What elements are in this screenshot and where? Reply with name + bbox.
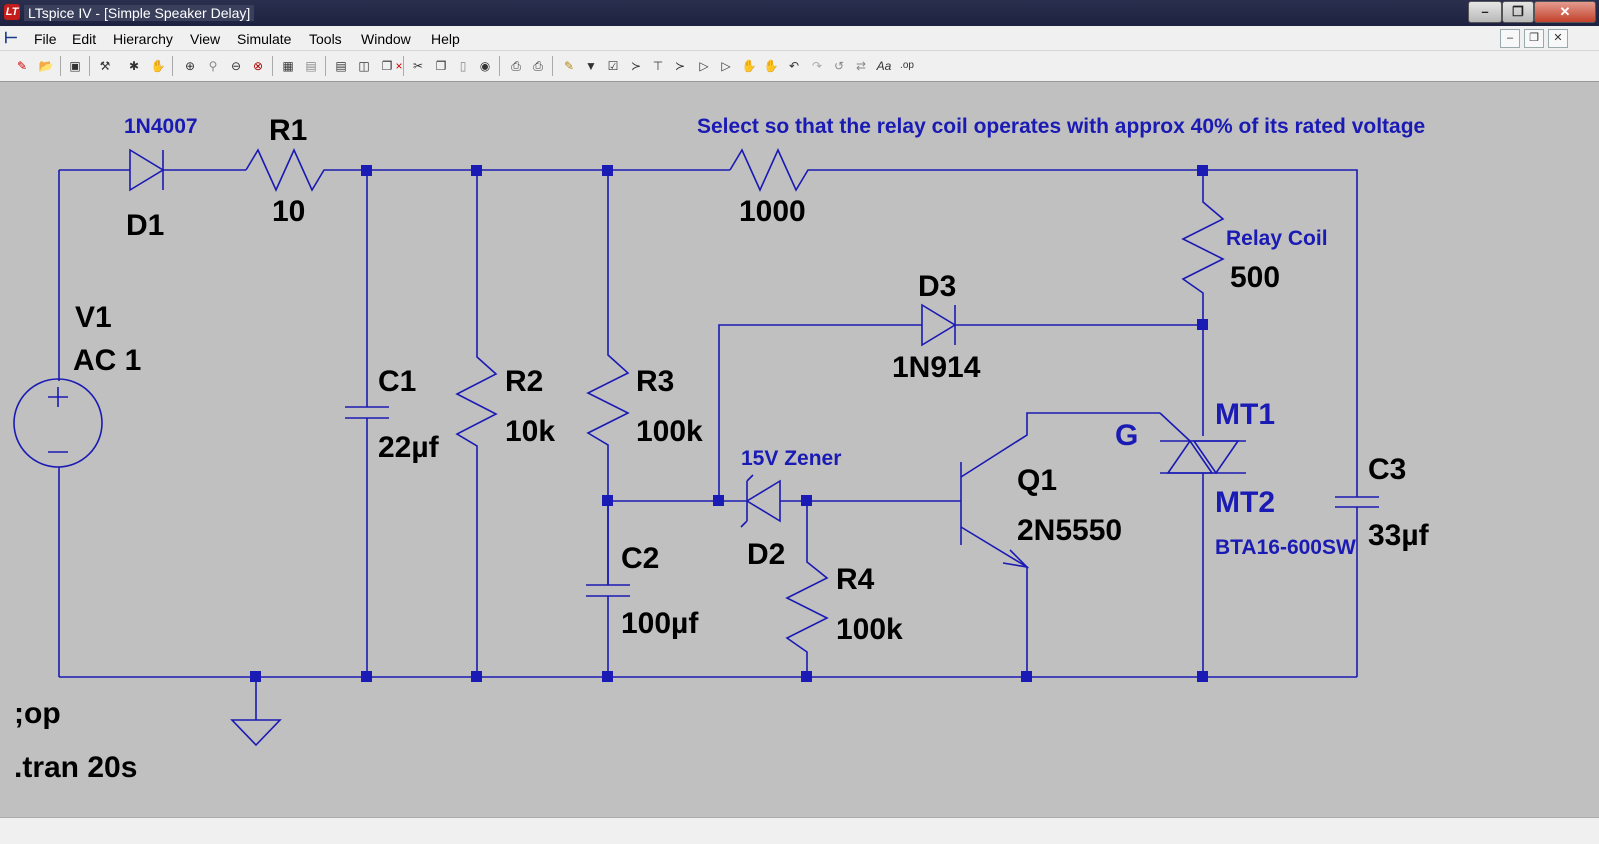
- d3-name-label[interactable]: D3: [918, 270, 956, 303]
- r-top-value-label[interactable]: 1000: [739, 195, 806, 228]
- tile-horizontal-icon[interactable]: ▤: [335, 59, 347, 73]
- r2-name-label[interactable]: R2: [505, 365, 543, 398]
- mdi-minimize-button[interactable]: –: [1500, 29, 1520, 48]
- ltspice-logo-icon: LT: [4, 4, 20, 20]
- tran-directive[interactable]: .tran 20s: [14, 751, 137, 784]
- mdi-restore-button[interactable]: ❐: [1524, 29, 1544, 48]
- pan-icon[interactable]: ⚲: [208, 59, 218, 73]
- triac-mt2-label[interactable]: MT2: [1215, 486, 1275, 519]
- c1-value-label[interactable]: 22µf: [378, 431, 440, 464]
- label-net-icon[interactable]: ☑: [607, 59, 619, 73]
- v1-value-label[interactable]: AC 1: [73, 344, 141, 377]
- move-icon[interactable]: ✋: [741, 59, 757, 73]
- open-icon[interactable]: 📂: [38, 59, 54, 73]
- r1-value-label[interactable]: 10: [272, 195, 305, 228]
- new-schematic-icon[interactable]: ✎: [16, 59, 28, 73]
- text-icon[interactable]: Aa: [876, 59, 892, 73]
- d3-model-label[interactable]: 1N914: [892, 351, 981, 384]
- menu-window[interactable]: Window: [361, 31, 411, 47]
- undo-icon[interactable]: ↶: [788, 59, 800, 73]
- rotate-icon[interactable]: ↺: [833, 59, 845, 73]
- q1-model-label[interactable]: 2N5550: [1017, 514, 1122, 547]
- copy-icon[interactable]: ❐: [435, 59, 447, 73]
- grid-icon[interactable]: ▤: [305, 59, 317, 73]
- triac-model-label[interactable]: BTA16-600SW: [1215, 536, 1356, 559]
- zoom-out-icon[interactable]: ⊖: [230, 59, 242, 73]
- c1-name-label[interactable]: C1: [378, 365, 416, 398]
- c3-name-label[interactable]: C3: [1368, 453, 1406, 486]
- d1-name-label[interactable]: D1: [126, 209, 164, 242]
- v1-name-label[interactable]: V1: [75, 301, 112, 334]
- wire-icon[interactable]: ✎: [563, 59, 575, 73]
- menu-file[interactable]: File: [34, 31, 57, 47]
- wires: [13, 148, 1379, 747]
- run-icon[interactable]: ✱: [128, 59, 140, 73]
- print-preview-icon[interactable]: ⎙: [533, 59, 543, 73]
- d2-model-label[interactable]: 15V Zener: [741, 447, 841, 470]
- r4-name-label[interactable]: R4: [836, 563, 875, 596]
- c3-value-label[interactable]: 33µf: [1368, 519, 1430, 552]
- minimize-button[interactable]: –: [1468, 1, 1502, 23]
- d1-model-label[interactable]: 1N4007: [124, 115, 198, 138]
- control-panel-icon[interactable]: ⚒: [99, 59, 111, 73]
- toolbar: ✎ 📂 ▣ ⚒ ✱ ✋ ⊕ ⚲ ⊖ ⊗ ▦ ▤ ▤ ◫ ❐ × ✂ ❐ ▯ ◉ …: [0, 51, 1599, 82]
- mdi-close-button[interactable]: ✕: [1548, 29, 1568, 48]
- zoom-fit-icon[interactable]: ⊗: [252, 59, 264, 73]
- diode-icon[interactable]: ▷: [699, 59, 709, 73]
- menu-view[interactable]: View: [190, 31, 221, 47]
- menu-hierarchy[interactable]: Hierarchy: [113, 31, 173, 47]
- status-bar: [0, 817, 1599, 844]
- resistor-icon[interactable]: ≻: [630, 59, 642, 73]
- schematic-drawing: 1N4007 D1 R1 10 1000 Select so that the …: [13, 114, 1430, 784]
- autorange-icon[interactable]: ▦: [282, 59, 294, 73]
- op-directive[interactable]: ;op: [14, 697, 61, 730]
- r1-name-label[interactable]: R1: [269, 114, 307, 147]
- mirror-icon[interactable]: ⇄: [855, 59, 867, 73]
- menu-bar: ⊢ File Edit Hierarchy View Simulate Tool…: [0, 26, 1599, 51]
- relay-name-label[interactable]: Relay Coil: [1226, 227, 1328, 250]
- r3-name-label[interactable]: R3: [636, 365, 674, 398]
- menu-tools[interactable]: Tools: [309, 31, 342, 47]
- close-button[interactable]: ✕: [1534, 1, 1596, 23]
- find-icon[interactable]: ◉: [479, 59, 491, 73]
- c2-value-label[interactable]: 100µf: [621, 607, 699, 640]
- triac-mt1-label[interactable]: MT1: [1215, 398, 1275, 431]
- schematic-canvas[interactable]: 1N4007 D1 R1 10 1000 Select so that the …: [0, 82, 1599, 817]
- print-icon[interactable]: ⎙: [511, 59, 521, 73]
- drag-icon[interactable]: ✋: [763, 59, 779, 73]
- maximize-button[interactable]: ❐: [1502, 1, 1534, 23]
- spice-directive-icon[interactable]: .op: [900, 60, 914, 71]
- triac-g-label[interactable]: G: [1115, 419, 1138, 452]
- menu-help[interactable]: Help: [431, 31, 460, 47]
- c2-name-label[interactable]: C2: [621, 542, 659, 575]
- note-label[interactable]: Select so that the relay coil operates w…: [697, 115, 1425, 138]
- ground-icon[interactable]: ▼: [585, 59, 597, 73]
- menu-edit[interactable]: Edit: [72, 31, 97, 47]
- redo-icon[interactable]: ↷: [811, 59, 823, 73]
- r2-value-label[interactable]: 10k: [505, 415, 555, 448]
- tile-vertical-icon[interactable]: ◫: [358, 59, 370, 73]
- capacitor-icon[interactable]: ⊤: [652, 59, 664, 73]
- window-title: LTspice IV - [Simple Speaker Delay]: [24, 5, 255, 21]
- paste-icon[interactable]: ▯: [459, 59, 467, 73]
- schematic-doc-icon[interactable]: ⊢: [4, 30, 18, 47]
- cascade-icon[interactable]: ❐: [381, 59, 393, 73]
- inductor-icon[interactable]: ≻: [674, 59, 686, 73]
- relay-value-label[interactable]: 500: [1230, 261, 1280, 294]
- title-bar: LT LTspice IV - [Simple Speaker Delay] –…: [0, 0, 1599, 26]
- halt-icon[interactable]: ✋: [150, 59, 166, 73]
- d2-name-label[interactable]: D2: [747, 538, 785, 571]
- menu-simulate[interactable]: Simulate: [237, 31, 292, 47]
- r3-value-label[interactable]: 100k: [636, 415, 703, 448]
- close-all-icon[interactable]: ×: [395, 59, 403, 73]
- save-icon[interactable]: ▣: [69, 59, 81, 73]
- r4-value-label[interactable]: 100k: [836, 613, 903, 646]
- q1-name-label[interactable]: Q1: [1017, 464, 1057, 497]
- component-icon[interactable]: ▷: [721, 59, 731, 73]
- zoom-in-icon[interactable]: ⊕: [184, 59, 196, 73]
- cut-icon[interactable]: ✂: [412, 59, 424, 73]
- junction-dots: [250, 165, 1208, 682]
